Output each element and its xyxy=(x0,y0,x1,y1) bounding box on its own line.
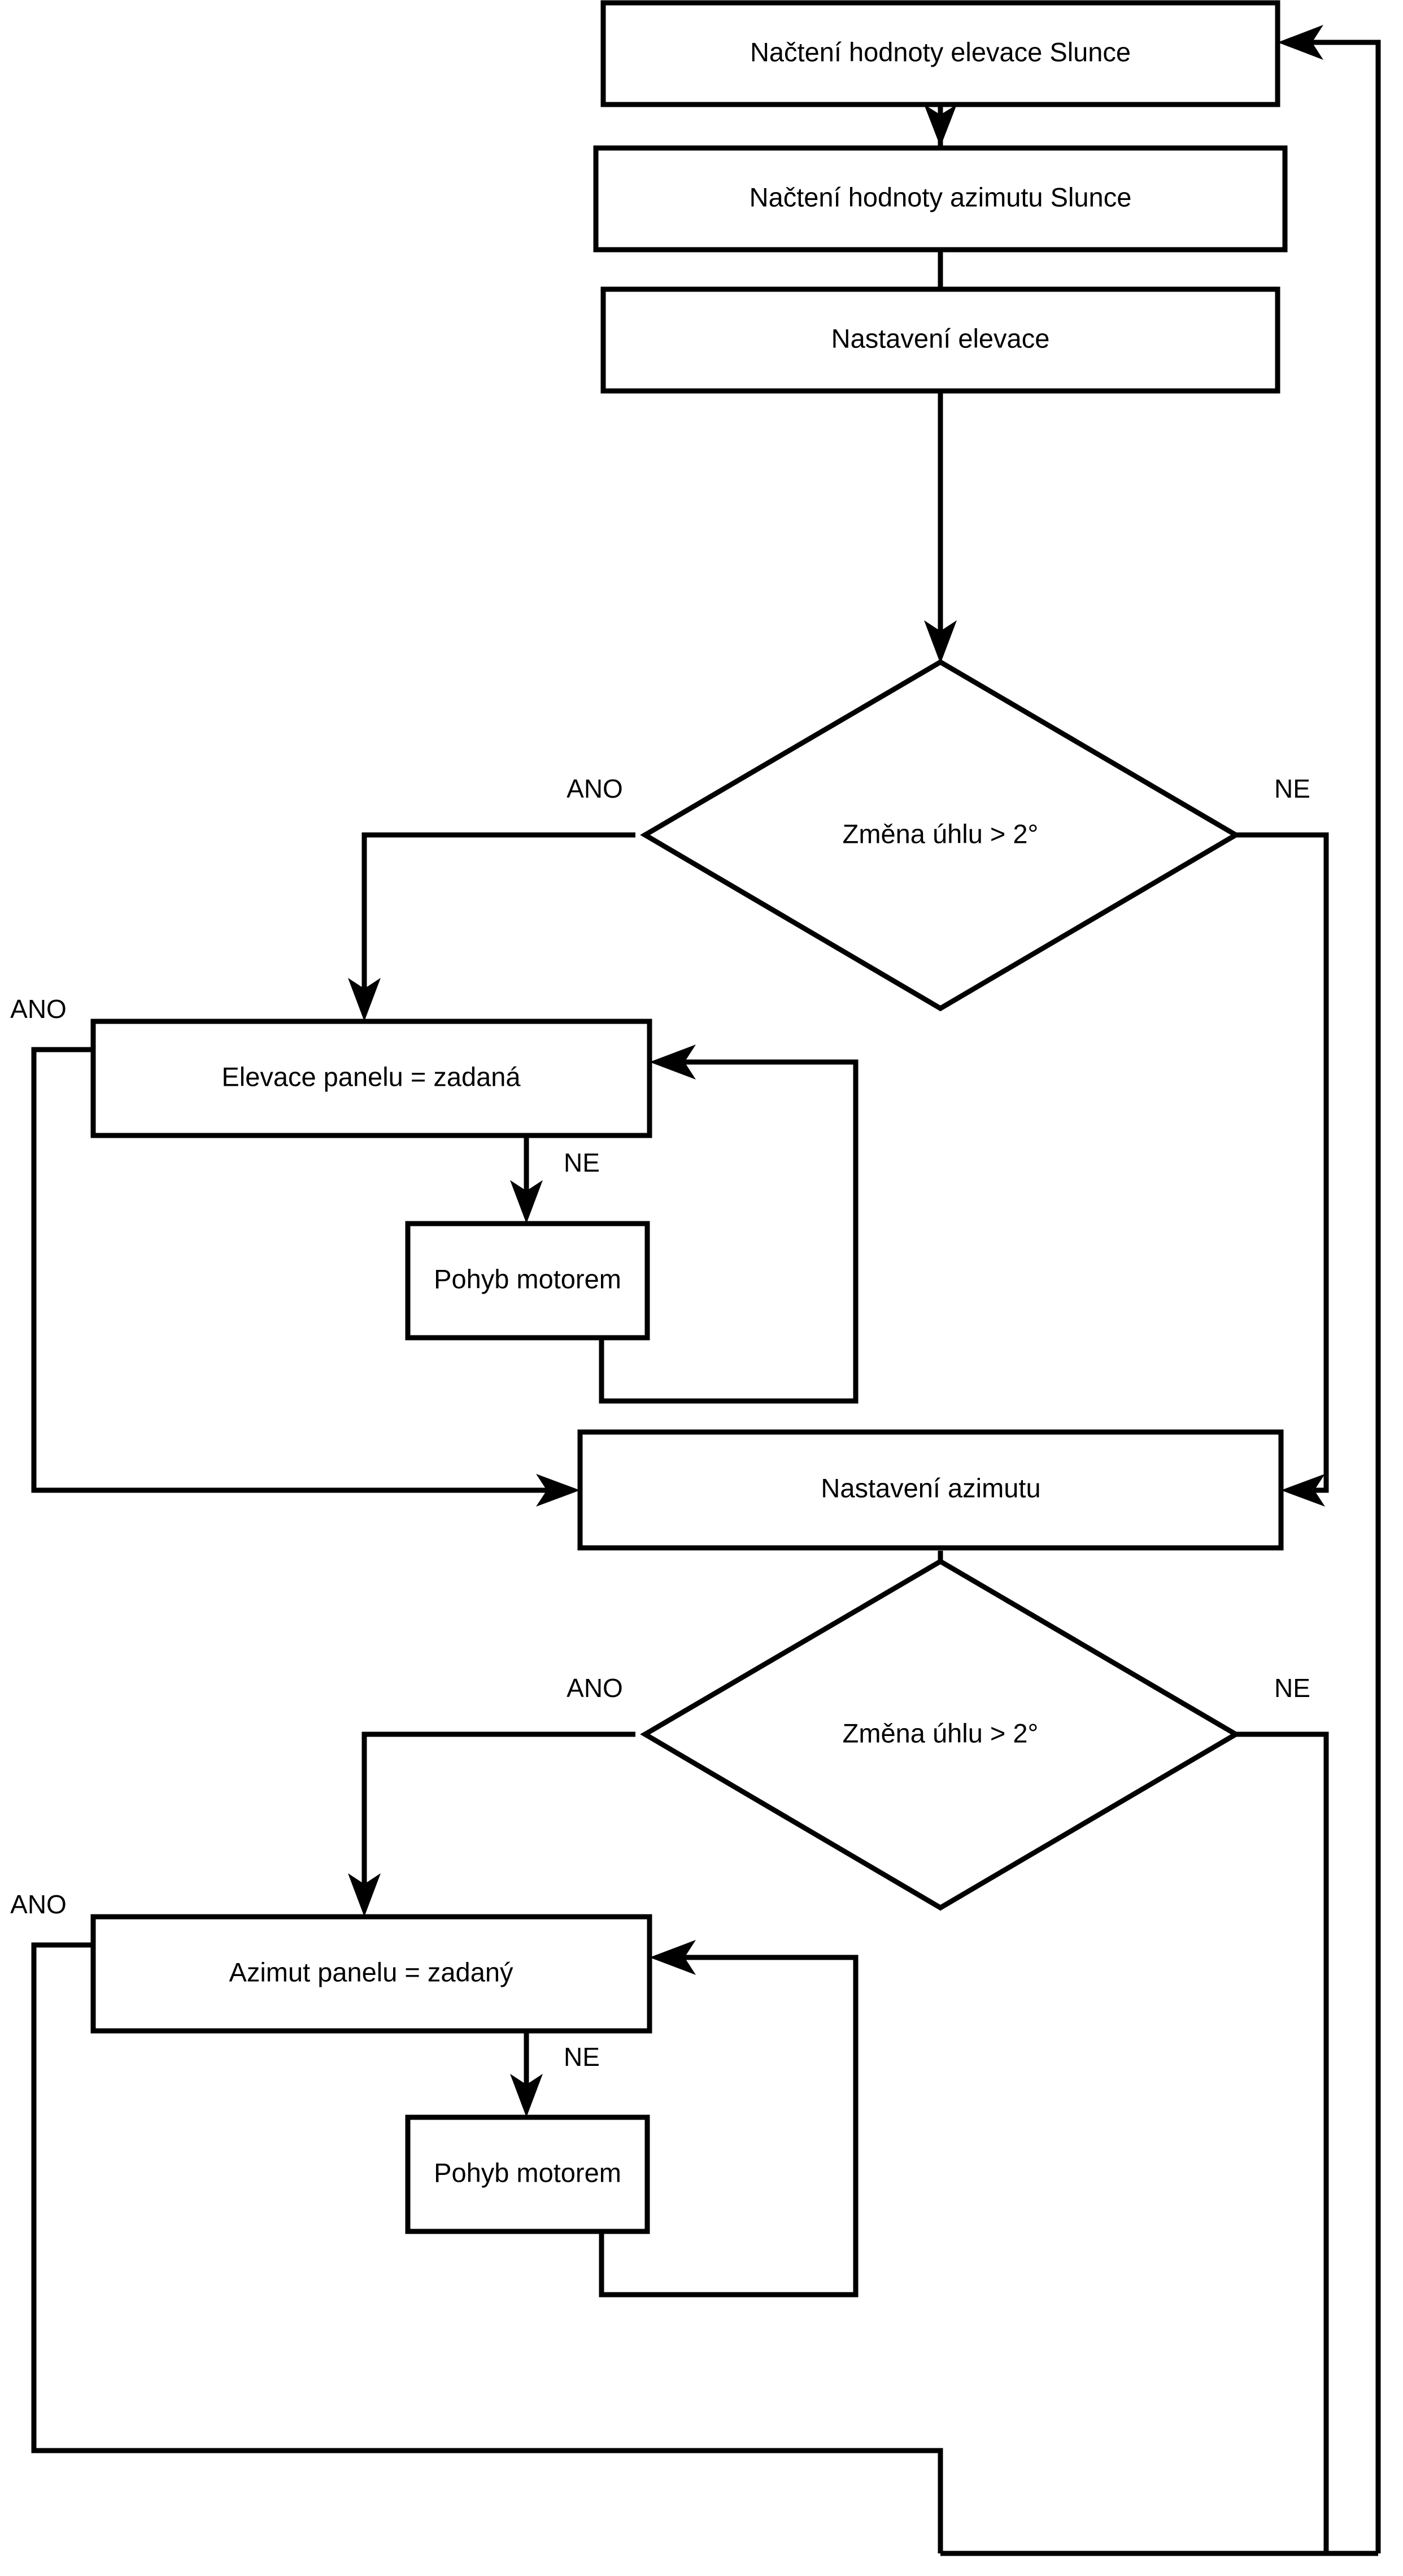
node-elevace-panelu[interactable]: Elevace panelu = zadaná xyxy=(90,1019,652,1138)
edge-n4-no-n5 xyxy=(510,1135,543,1224)
edge-label-d1-no: NE xyxy=(1274,774,1310,803)
edge-label-n4-yes: ANO xyxy=(10,994,67,1024)
node-pohyb-motorem-elevace[interactable]: Pohyb motorem xyxy=(405,1221,650,1341)
node-label: Nastavení azimutu xyxy=(821,1473,1040,1503)
edge-label-n4-no: NE xyxy=(564,1148,600,1177)
node-nastaveni-azimutu[interactable]: Nastavení azimutu xyxy=(577,1429,1284,1551)
node-decision-azimut[interactable]: Změna úhlu > 2° xyxy=(640,1558,1241,1911)
edge-label-d2-no: NE xyxy=(1274,1673,1310,1703)
node-label: Pohyb motorem xyxy=(434,1264,621,1294)
node-label: Změna úhlu > 2° xyxy=(843,1718,1039,1748)
node-label: Azimut panelu = zadaný xyxy=(229,1957,513,1987)
node-label: Změna úhlu > 2° xyxy=(843,819,1039,848)
node-azimut-panelu[interactable]: Azimut panelu = zadaný xyxy=(90,1914,652,2034)
node-label: Nastavení elevace xyxy=(831,323,1050,353)
edge-d1-yes-n4 xyxy=(348,832,635,1021)
edge-n5-n4-loop xyxy=(599,1045,859,1404)
node-label: Načtení hodnoty elevace Slunce xyxy=(750,37,1131,67)
node-label: Pohyb motorem xyxy=(434,2157,621,2187)
edge-n4-yes-n6 xyxy=(31,1047,580,1507)
node-decision-elevace[interactable]: Změna úhlu > 2° xyxy=(640,659,1241,1012)
node-pohyb-motorem-azimut[interactable]: Pohyb motorem xyxy=(405,2114,650,2234)
edge-n8-n7-loop xyxy=(599,1940,859,2297)
edge-return-to-n1 xyxy=(1278,25,1381,2553)
edge-n7-no-n8 xyxy=(510,2031,543,2117)
node-label: Elevace panelu = zadaná xyxy=(221,1061,521,1091)
node-nacteni-elevace[interactable]: Načtení hodnoty elevace Slunce xyxy=(600,0,1280,107)
edge-label-d1-yes: ANO xyxy=(567,774,623,803)
node-label: Načtení hodnoty azimutu Slunce xyxy=(750,182,1132,212)
edge-n3-d1 xyxy=(924,203,957,664)
node-nastaveni-elevace[interactable]: Nastavení elevace xyxy=(600,286,1280,394)
edge-label-n7-yes: ANO xyxy=(10,1890,67,1919)
node-nacteni-azimutu[interactable]: Načtení hodnoty azimutu Slunce xyxy=(593,145,1288,253)
edge-label-n7-no: NE xyxy=(564,2042,600,2072)
edge-n7-yes-return xyxy=(31,1942,943,2553)
edge-label-d2-yes: ANO xyxy=(567,1673,623,1703)
edge-d2-yes-n7 xyxy=(348,1731,635,1917)
